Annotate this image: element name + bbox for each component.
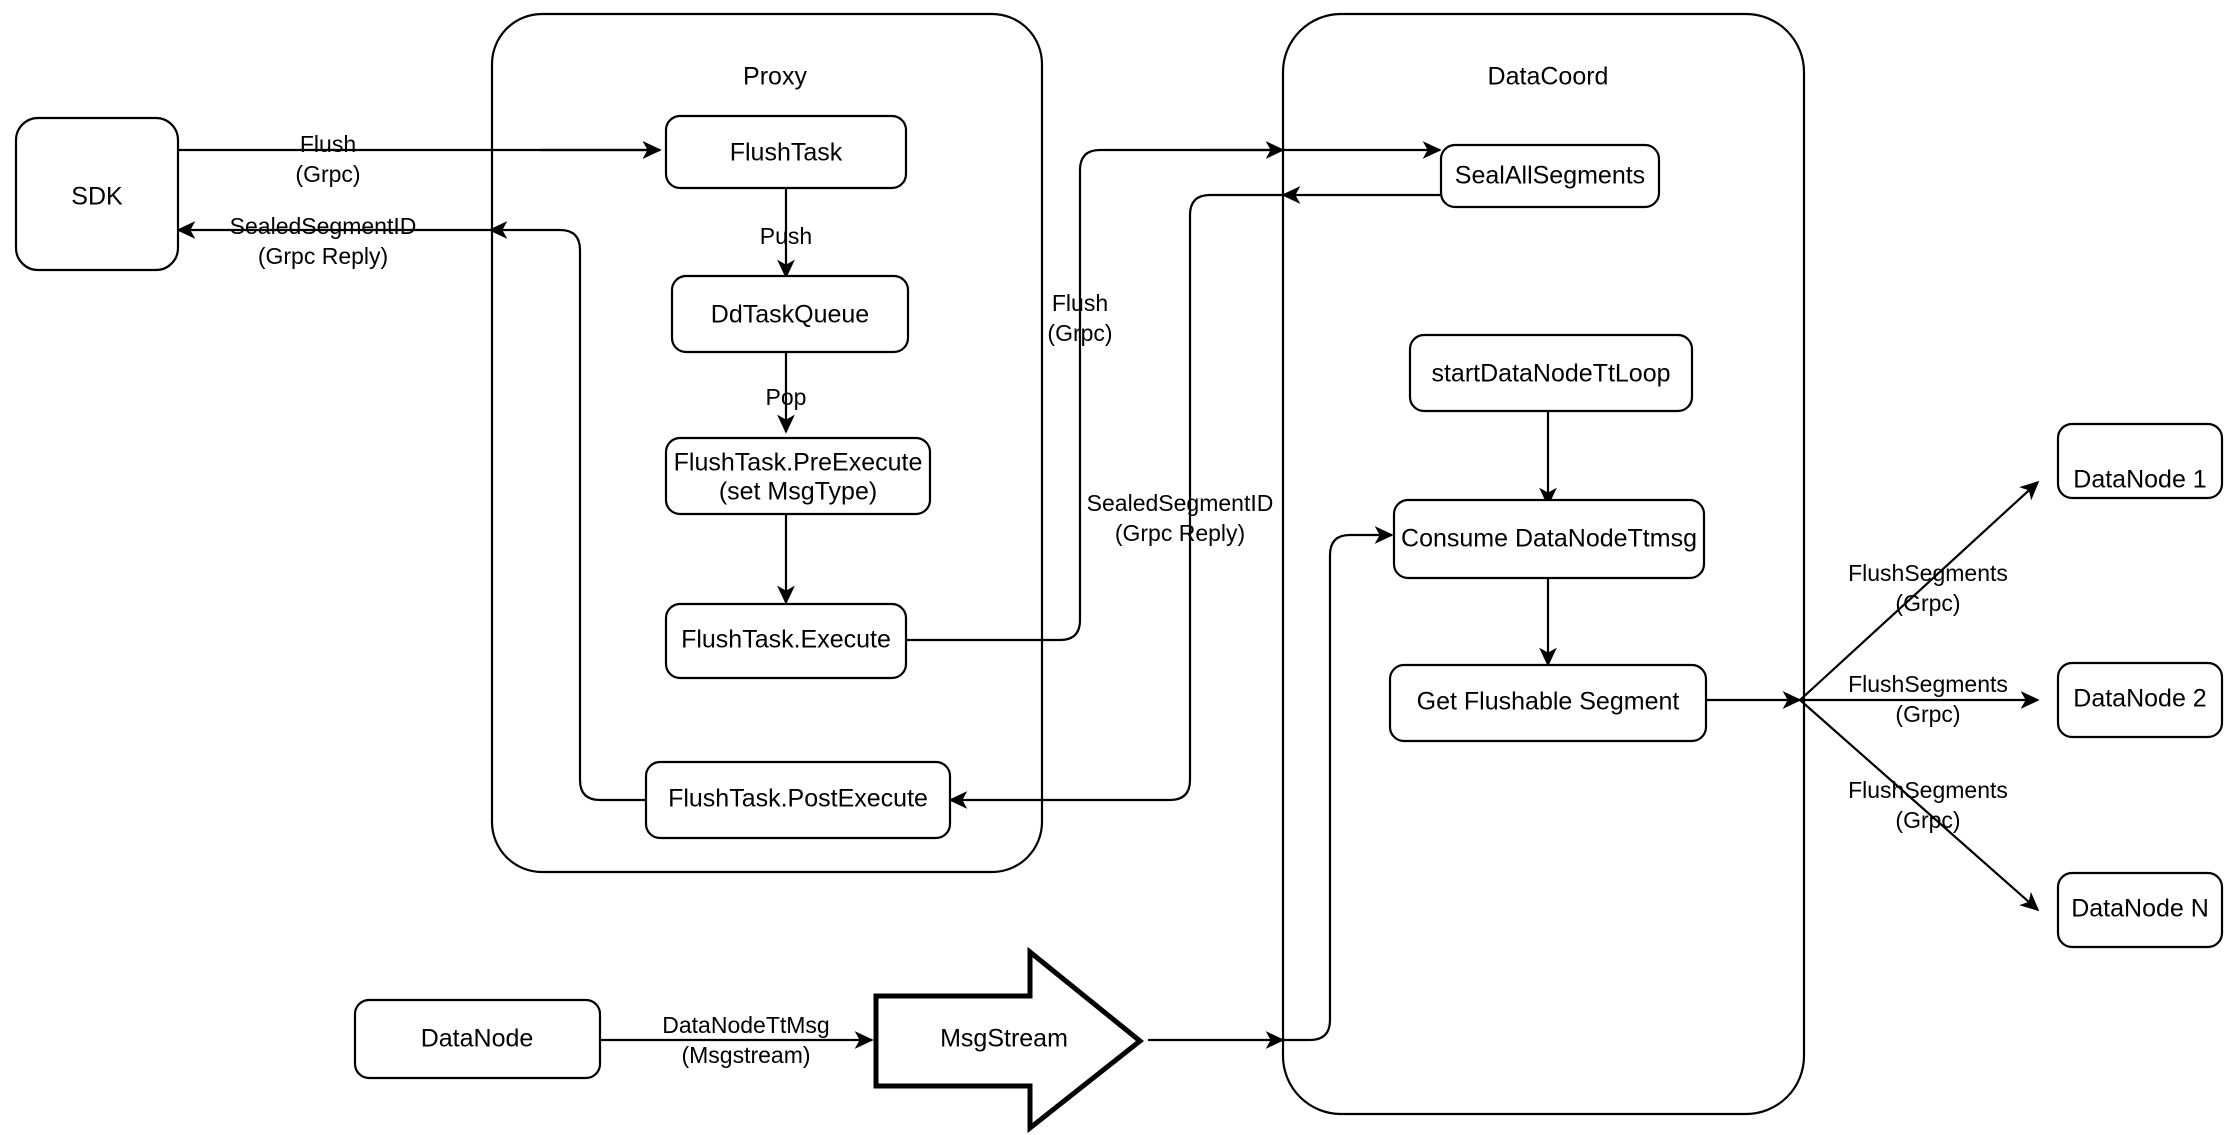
node-datanode-1-label: DataNode 1 [2073, 466, 2206, 494]
edge-postexecute-to-sdk [488, 221, 646, 802]
node-datanode-bottom[interactable] [353, 998, 602, 1080]
node-get-flushable-segment-label: Get Flushable Segment [1417, 688, 1680, 716]
edge-label-flushsegments-2-line1: FlushSegments [1848, 671, 2008, 697]
edge-label-datanode-ttmsg-line2: (Msgstream) [681, 1042, 810, 1068]
node-sealallsegments[interactable] [1439, 143, 1661, 209]
node-datanode-2-label: DataNode 2 [2073, 685, 2206, 713]
edge-execute-to-datacoord [906, 141, 1285, 642]
node-sealallsegments-label: SealAllSegments [1455, 162, 1645, 190]
edge-label-datacoord-to-proxy-line2: (Grpc Reply) [1115, 520, 1245, 546]
edge-hub-to-datanode-1 [1799, 480, 2040, 701]
edge-label-proxy-to-datacoord-line1: Flush [1052, 290, 1108, 316]
node-ddtaskqueue[interactable] [670, 274, 910, 354]
node-datanode-2[interactable] [2056, 661, 2224, 739]
edge-datacoord-to-postexecute [948, 193, 1283, 809]
edge-label-sdk-to-proxy-line1: Flush [300, 131, 356, 157]
node-datanode-bottom-label: DataNode [421, 1025, 534, 1053]
edge-label-push: Push [760, 223, 812, 249]
edge-label-proxy-to-sdk-line1: SealedSegmentID [230, 213, 417, 239]
node-flushtask-label: FlushTask [730, 139, 843, 167]
edge-datacoord-boundary-to-consume [1283, 526, 1394, 1042]
node-flushtask-preexecute[interactable] [664, 436, 932, 516]
node-start-datanode-ttloop-label: startDataNodeTtLoop [1431, 360, 1670, 388]
edge-hub-to-datanode-n [1799, 699, 2040, 912]
edge-label-flushsegments-1-line2: (Grpc) [1895, 590, 1960, 616]
node-sdk-label: SDK [71, 183, 123, 211]
node-consume-datanode-ttmsg[interactable] [1392, 498, 1706, 580]
node-flushtask-execute-label: FlushTask.Execute [681, 626, 891, 654]
node-flushtask-postexecute[interactable] [644, 760, 952, 840]
node-sdk[interactable] [14, 116, 180, 272]
edge-label-flushsegments-2-line2: (Grpc) [1895, 701, 1960, 727]
node-flushtask-preexecute-label-line1: FlushTask.PreExecute [674, 449, 923, 477]
node-flushtask-preexecute-label-line2: (set MsgType) [719, 478, 877, 506]
edge-label-flushsegments-1-line1: FlushSegments [1848, 560, 2008, 586]
node-datanode-n-label: DataNode N [2071, 895, 2209, 923]
node-datanode-n[interactable] [2056, 871, 2224, 949]
edge-label-datacoord-to-proxy-line1: SealedSegmentID [1087, 490, 1274, 516]
container-proxy-title: Proxy [743, 63, 807, 91]
node-start-datanode-ttloop[interactable] [1408, 333, 1694, 413]
node-datanode-1[interactable] [2056, 422, 2224, 500]
container-datacoord-title: DataCoord [1488, 63, 1609, 91]
container-proxy [490, 12, 1044, 874]
node-get-flushable-segment[interactable] [1388, 663, 1708, 743]
node-flushtask-postexecute-label: FlushTask.PostExecute [668, 785, 928, 813]
edge-label-sdk-to-proxy-line2: (Grpc) [295, 161, 360, 187]
node-flushtask-execute[interactable] [664, 602, 908, 680]
edge-label-proxy-to-sdk-line2: (Grpc Reply) [258, 243, 388, 269]
edge-label-flushsegments-n-line2: (Grpc) [1895, 807, 1960, 833]
edge-label-pop: Pop [766, 384, 807, 410]
node-ddtaskqueue-label: DdTaskQueue [711, 301, 869, 329]
node-msgstream-label: MsgStream [940, 1025, 1068, 1053]
edge-label-flushsegments-n-line1: FlushSegments [1848, 777, 2008, 803]
node-msgstream[interactable] [873, 946, 1145, 1134]
node-consume-datanode-ttmsg-label: Consume DataNodeTtmsg [1401, 525, 1697, 553]
container-datacoord [1281, 12, 1806, 1116]
edge-label-proxy-to-datacoord-line2: (Grpc) [1047, 320, 1112, 346]
edge-label-datanode-ttmsg-line1: DataNodeTtMsg [662, 1012, 829, 1038]
node-flushtask[interactable] [664, 114, 908, 190]
